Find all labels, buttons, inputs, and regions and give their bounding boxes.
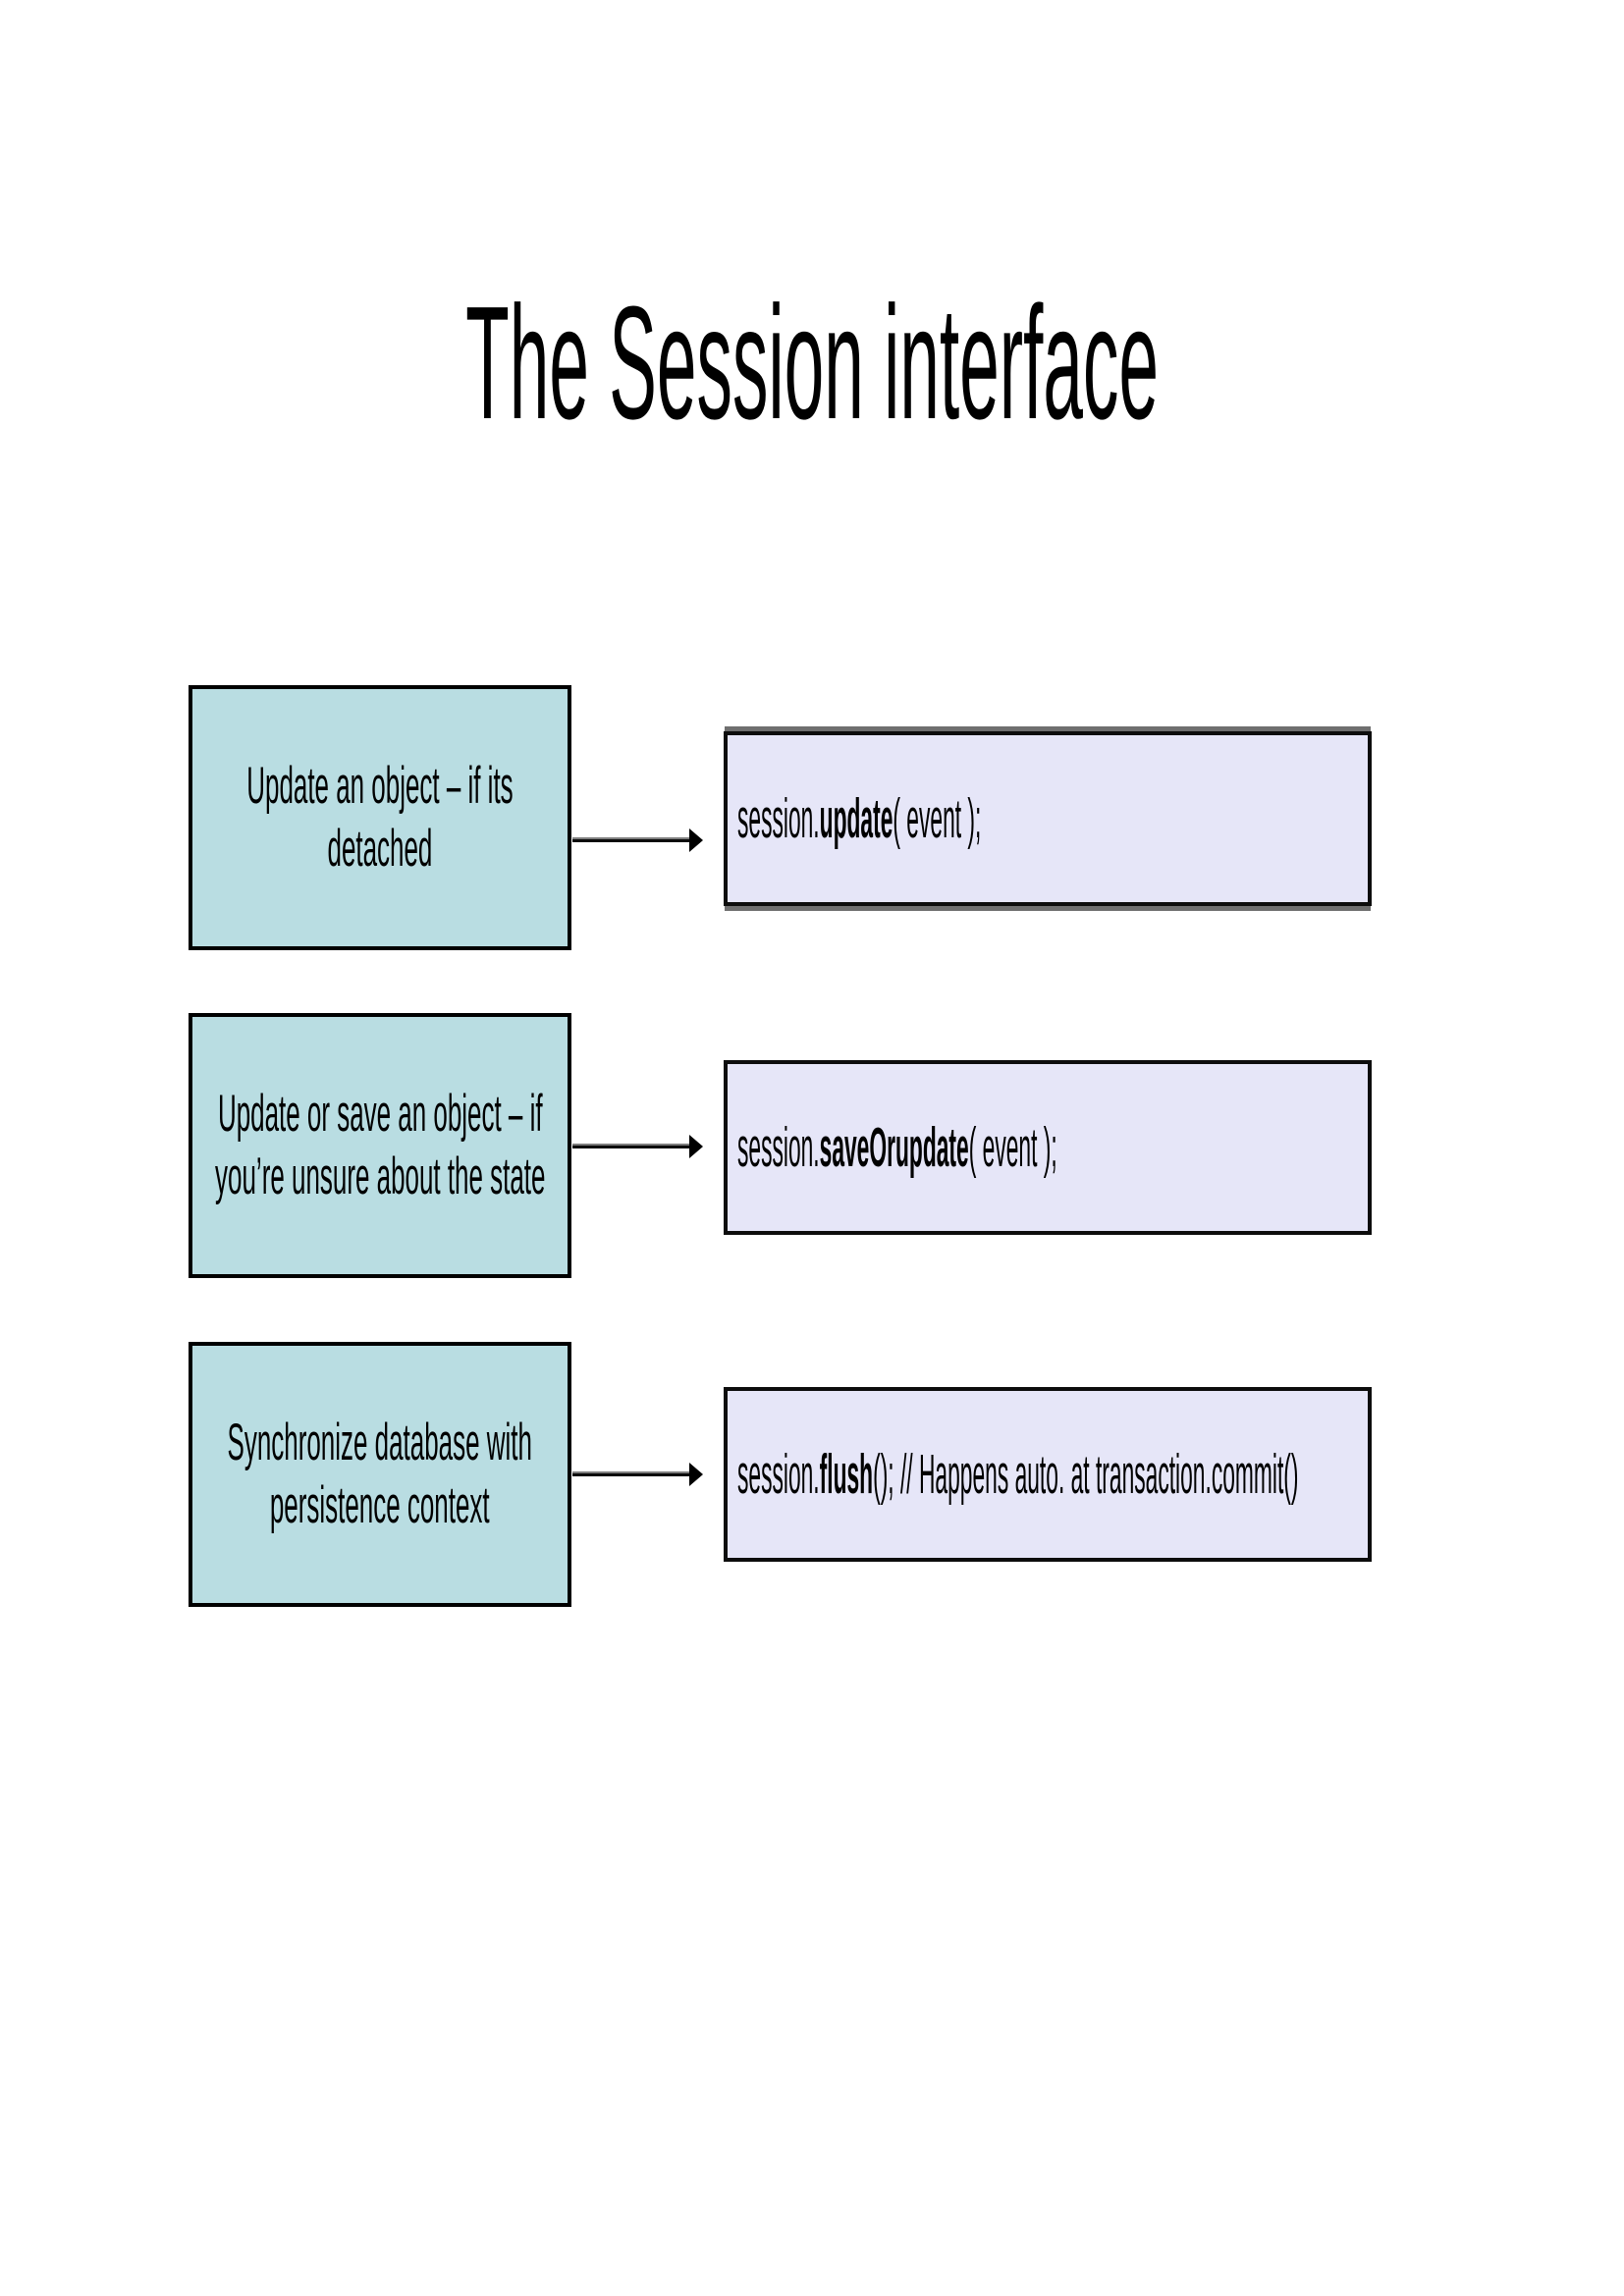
code-box-flush: session.flush(); // Happens auto. at tra… [724,1387,1372,1562]
code-suffix: (); // Happens auto. at transaction.comm… [873,1442,1299,1506]
arrowhead-icon [689,828,703,852]
code-prefix: session. [737,1442,820,1506]
arrowhead-icon [689,1135,703,1158]
label-line: Synchronize database with [227,1414,533,1471]
label-text: Synchronize database with persistence co… [228,1412,532,1537]
label-line: you’re unsure about the state [214,1148,546,1205]
arrow-line [572,1471,690,1476]
label-line: detached [327,820,433,878]
arrow-line [572,837,690,842]
code-prefix: session. [737,786,820,850]
code-suffix: ( event ); [968,1115,1057,1179]
label-box-update-detached: Update an object – if its detached [189,685,571,950]
code-suffix: ( event ); [893,786,982,850]
arrow-line [572,1144,690,1148]
code-method: flush [819,1442,874,1506]
slide-title: The Session interface [465,273,1159,453]
arrow-connector [572,828,703,852]
code-text: session.flush(); // Happens auto. at tra… [737,1446,1298,1503]
label-text: Update an object – if its detached [246,755,513,881]
label-box-save-or-update: Update or save an object – if you’re uns… [189,1013,571,1278]
arrow-connector [572,1135,703,1158]
arrow-connector [572,1463,703,1486]
code-box-saveorupdate: session.saveOrupdate( event ); [724,1060,1372,1235]
code-text: session.saveOrupdate( event ); [737,1119,1057,1176]
slide-title-wrap: The Session interface [0,280,1624,447]
label-line: Update an object – if its [246,757,514,815]
label-box-synchronize: Synchronize database with persistence co… [189,1342,571,1607]
label-line: Update or save an object – if [217,1085,543,1143]
code-box-update: session.update( event ); [724,731,1372,906]
code-method: saveOrupdate [819,1115,969,1179]
code-prefix: session. [737,1115,820,1179]
arrowhead-icon [689,1463,703,1486]
code-text: session.update( event ); [737,790,981,847]
code-method: update [819,786,893,850]
label-text: Update or save an object – if you’re uns… [215,1083,545,1208]
label-line: persistence context [270,1476,490,1534]
